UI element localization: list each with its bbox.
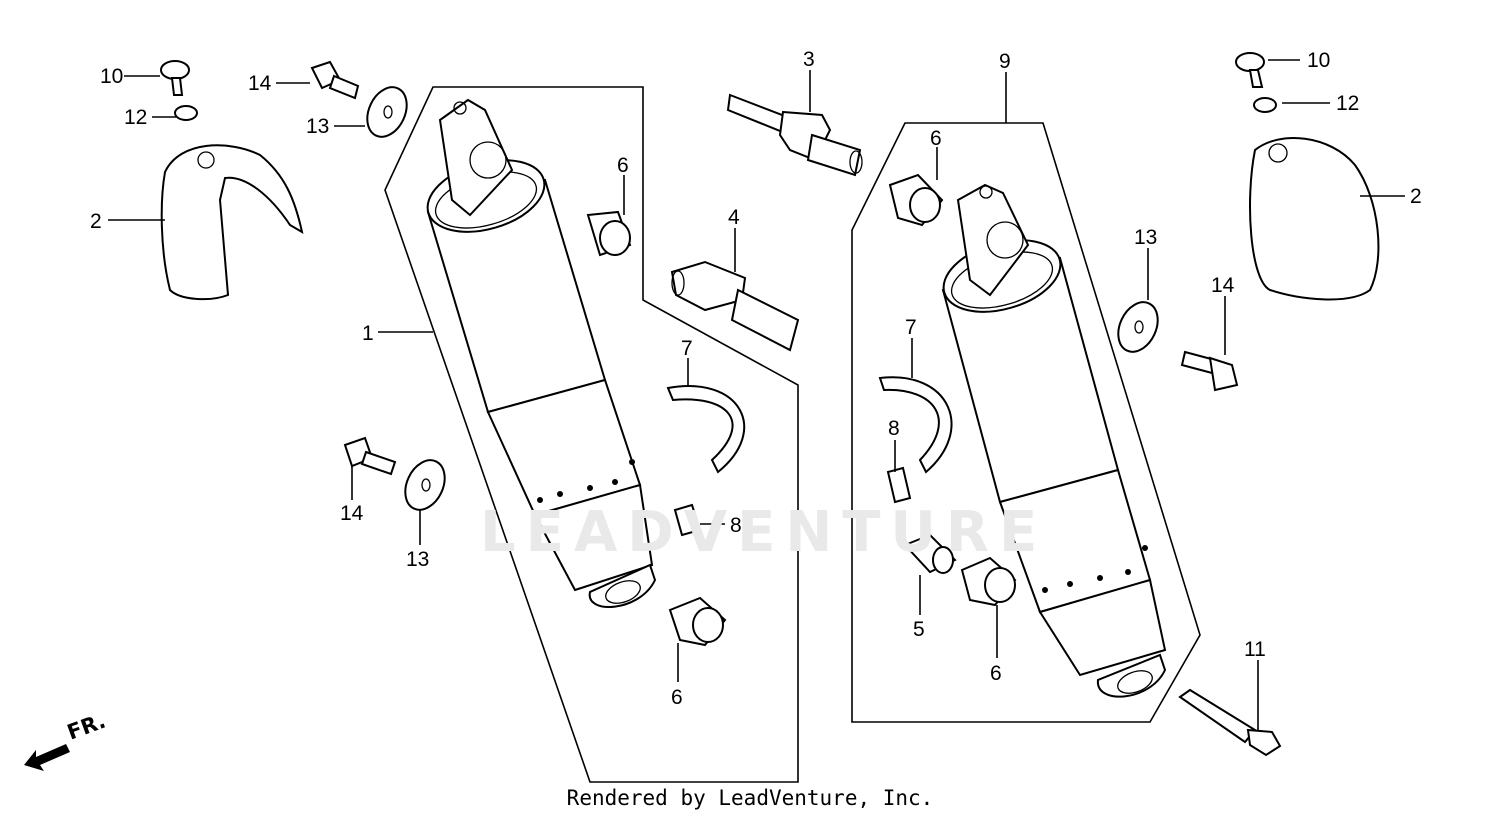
callout-13-mid: 13 <box>406 548 429 571</box>
shock-absorber-right <box>941 183 1167 698</box>
washer-13b <box>404 459 446 511</box>
plate-8a <box>673 503 702 537</box>
callout-13-right: 13 <box>1134 226 1157 249</box>
callout-10-left: 10 <box>100 65 123 88</box>
washer-13a <box>366 86 408 138</box>
bushing-6c <box>888 173 944 227</box>
bushing-6b <box>668 596 727 647</box>
callout-3: 3 <box>803 48 815 71</box>
callout-13-top: 13 <box>306 115 329 138</box>
callout-7-right: 7 <box>905 316 917 339</box>
bolt-14b <box>343 436 397 476</box>
callout-2-right: 2 <box>1410 185 1422 208</box>
callout-2-left: 2 <box>90 210 102 233</box>
stopper-7a <box>666 385 746 474</box>
callout-7-left: 7 <box>681 337 693 360</box>
shock-cover-left <box>160 144 304 301</box>
callout-5: 5 <box>913 618 925 641</box>
stopper-7b <box>878 376 953 474</box>
group-outline-1 <box>384 86 799 783</box>
callout-4: 4 <box>728 206 740 229</box>
callout-6-lower-right: 6 <box>990 662 1002 685</box>
front-direction-arrow-icon <box>24 744 70 771</box>
callout-9: 9 <box>999 50 1011 73</box>
collar-5 <box>903 533 957 574</box>
callout-6-lower-left: 6 <box>671 686 683 709</box>
pin-11 <box>1178 688 1282 757</box>
callout-14-right: 14 <box>1211 274 1235 297</box>
bushing-6a <box>586 210 632 257</box>
washer-13c <box>1117 301 1159 353</box>
callout-12-right: 12 <box>1336 92 1359 115</box>
callout-1: 1 <box>362 322 374 345</box>
shock-cover-right <box>1249 137 1380 301</box>
callout-12-left: 12 <box>124 106 147 129</box>
callout-14-top: 14 <box>248 72 272 95</box>
callout-10-right: 10 <box>1307 49 1330 72</box>
callout-11: 11 <box>1244 638 1266 661</box>
group-outline-9 <box>851 122 1201 723</box>
washer-12b <box>1253 97 1277 113</box>
callout-14-mid: 14 <box>340 502 364 525</box>
bushing-6d <box>960 556 1017 607</box>
screw-10b <box>1235 52 1265 88</box>
callout-6-upper-left: 6 <box>617 154 629 177</box>
plate-8b <box>886 466 912 504</box>
bolt-14c <box>1180 350 1239 392</box>
mount-stud-3 <box>726 93 863 177</box>
leader-lines <box>108 59 1405 730</box>
mount-stud-4 <box>670 260 800 352</box>
callout-8-right: 8 <box>888 417 900 440</box>
washer-12a <box>174 105 198 121</box>
credit-line: Rendered by LeadVenture, Inc. <box>566 786 934 810</box>
screw-10a <box>160 60 190 96</box>
callout-6-upper-right: 6 <box>930 127 942 150</box>
callout-8-left: 8 <box>730 514 742 537</box>
shock-absorber-left <box>426 98 657 608</box>
bolt-14a <box>310 60 360 100</box>
